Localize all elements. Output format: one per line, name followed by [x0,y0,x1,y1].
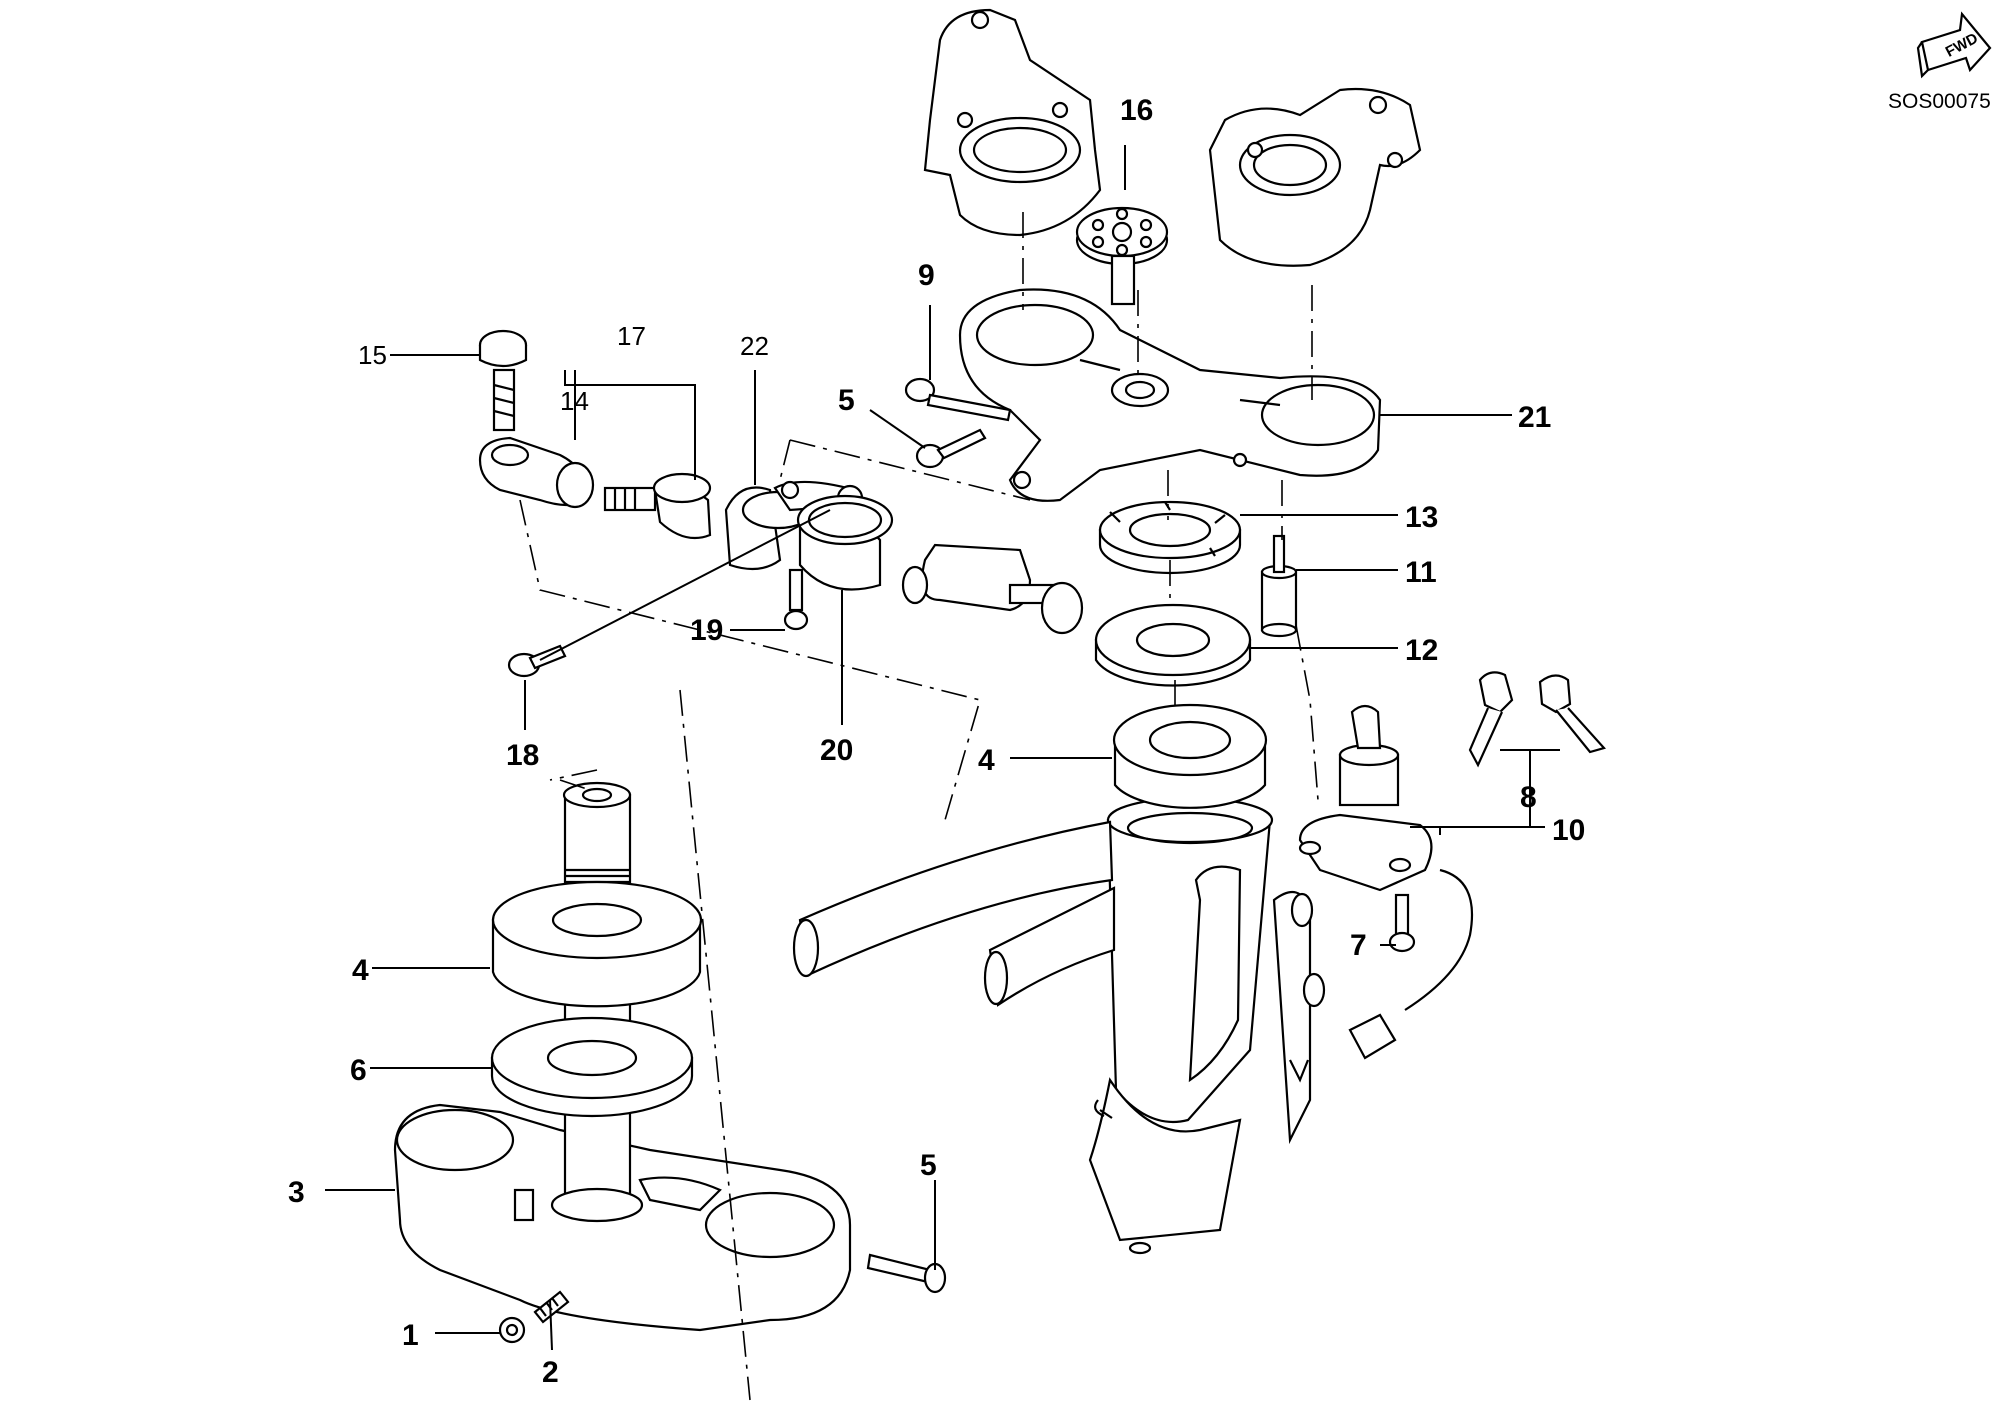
callout-22: 22 [740,331,769,361]
dust-seal-part-6 [490,1016,694,1118]
nut-part-1 [498,1316,526,1344]
rod-end-part-14 [478,436,595,509]
handlebar-clamp-left [923,8,1102,237]
lower-bearing-part-4 [491,880,703,1008]
damper-bolt-part-15 [478,329,528,432]
bolt-part-7 [1388,893,1416,953]
ignition-switch-part-10 [1298,704,1474,1060]
fwd-direction-arrow-icon: FWD [1916,11,1992,79]
bolt-part-9 [904,377,1012,422]
callout-3: 3 [288,1176,305,1209]
callout-9: 9 [918,259,935,292]
damper-end-part-17 [603,472,712,540]
callout-11: 11 [1405,556,1437,589]
callout-18: 18 [506,739,539,772]
handlebar-clamp-right [1208,87,1422,267]
damper-piston [901,543,1084,635]
reference-code: SOS00075 [1888,90,1991,113]
callout-4-lower: 4 [352,954,369,987]
callout-8: 8 [1520,781,1537,814]
callout-12: 12 [1405,634,1438,667]
callout-5-upper: 5 [838,384,855,417]
lower-triple-clamp-part-3 [393,1103,852,1332]
callout-19: 19 [690,614,723,647]
callout-13: 13 [1405,501,1438,534]
screw-part-19 [783,568,809,631]
callout-20: 20 [820,734,853,767]
callout-14: 14 [560,386,589,416]
upper-bearing-part-4 [1112,703,1268,809]
adjuster-part-11 [1260,534,1298,638]
callout-10: 10 [1552,814,1585,847]
locknut-part-13 [1098,500,1242,575]
set-screw-part-2 [533,1290,570,1324]
callout-5-lower: 5 [920,1149,937,1182]
clamp-bolt-part-5-lower [866,1253,947,1294]
top-triple-clamp-part-21 [958,288,1382,502]
callout-4-upper: 4 [978,744,995,777]
alignment-lines [519,212,1319,1401]
callout-6: 6 [350,1054,367,1087]
callout-1: 1 [402,1319,419,1352]
callout-2: 2 [542,1356,559,1389]
top-nut-part-16 [1075,206,1169,306]
damper-body-part-20 [796,494,894,591]
callout-15: 15 [358,340,387,370]
seal-part-12 [1094,603,1252,687]
callout-21: 21 [1518,401,1551,434]
leader-lines [325,145,1560,1351]
callout-7: 7 [1350,929,1367,962]
callout-17: 17 [617,321,646,351]
callout-labels: 16 9 5 21 13 11 12 4 8 10 7 15 17 14 22 … [288,94,1585,1389]
callout-16: 16 [1120,94,1153,127]
frame-head-tube [792,796,1326,1255]
keys-part-8 [1468,671,1606,768]
bolt-part-5-upper [915,428,987,469]
